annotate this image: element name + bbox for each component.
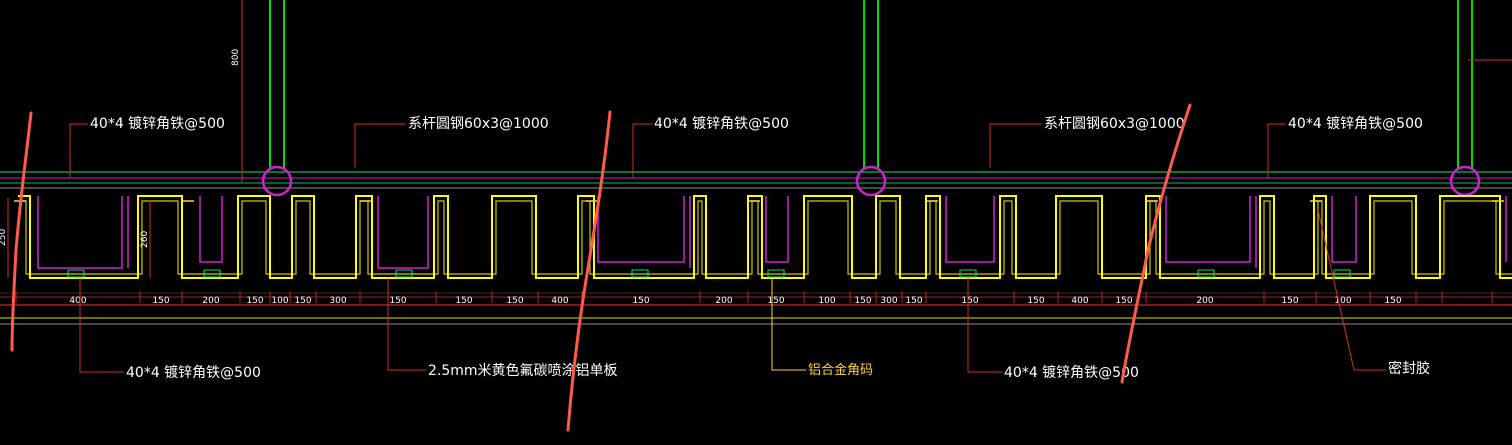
- dimension-label: 100: [1334, 296, 1351, 306]
- top-label-tie-rod-2: 系杆圆钢60x3@1000: [1044, 116, 1185, 132]
- top-rails: [0, 171, 1512, 189]
- aluminum-panel-profile: [18, 195, 1512, 279]
- bottom-label-aluminum-panel: 2.5mm米黄色氟碳喷涂铝单板: [428, 362, 618, 379]
- top-leaders: [69, 123, 1286, 178]
- dimension-label: 150: [455, 296, 472, 306]
- inner-brackets: [37, 196, 1507, 269]
- dimension-label: 200: [715, 296, 732, 306]
- dimension-label: 300: [880, 296, 897, 306]
- dimension-label: 200: [1196, 296, 1213, 306]
- dimension-label: 150: [1281, 296, 1298, 306]
- bottom-label-sealant: 密封胶: [1388, 360, 1430, 377]
- tube-circle-3: [1449, 165, 1481, 197]
- annotation-stroke-1: [10, 111, 33, 352]
- leader-corner-clip: [771, 278, 806, 371]
- top-label-angle-steel-2: 40*4 镀锌角铁@500: [654, 115, 789, 132]
- dimension-label: 150: [854, 296, 871, 306]
- dimension-label: 150: [961, 296, 978, 306]
- dim-800: 800: [231, 49, 241, 66]
- dim-260: 260: [140, 231, 150, 248]
- dimension-label: 400: [69, 296, 86, 306]
- tube-circle-1: [261, 165, 293, 197]
- dimension-label: 150: [1027, 296, 1044, 306]
- dimension-label: 150: [246, 296, 263, 306]
- dim-250: 250: [0, 229, 8, 246]
- dimension-row: 400 150 200 150 100 150 300 150 150 150 400 150 200 1…: [0, 291, 1512, 306]
- top-label-angle-steel-3: 40*4 镀锌角铁@500: [1288, 115, 1423, 132]
- dimension-label: 400: [551, 296, 568, 306]
- bottom-label-corner-clip: 铝合金角码: [808, 362, 873, 378]
- annotation-stroke-2: [566, 110, 612, 432]
- dimension-label: 150: [632, 296, 649, 306]
- post-3: [1457, 0, 1473, 168]
- dimension-label: 150: [1384, 296, 1401, 306]
- dimension-label: 100: [271, 296, 288, 306]
- vertical-dim-lines: [7, 198, 151, 278]
- annotation-stroke-3: [1120, 103, 1192, 384]
- dimension-label: 300: [329, 296, 346, 306]
- top-label-angle-steel-1: 40*4 镀锌角铁@500: [90, 115, 225, 132]
- dimension-label: 100: [818, 296, 835, 306]
- dimension-label: 150: [1115, 296, 1132, 306]
- annotation-strokes: [10, 103, 1192, 432]
- bottom-rails: [0, 292, 1512, 325]
- fasteners: [67, 269, 1351, 278]
- aluminum-panel-profile-inner: [22, 200, 1512, 275]
- dimension-label: 150: [506, 296, 523, 306]
- top-label-tie-rod-1: 系杆圆钢60x3@1000: [408, 116, 549, 132]
- dimension-label: 150: [152, 296, 169, 306]
- dimension-label: 150: [294, 296, 311, 306]
- dimension-label: 150: [905, 296, 922, 306]
- dimension-label: 150: [389, 296, 406, 306]
- bottom-leaders: [79, 209, 1386, 373]
- bottom-label-angle-steel-1: 40*4 镀锌角铁@500: [126, 364, 261, 381]
- bottom-label-angle-steel-2: 40*4 镀锌角铁@500: [1004, 364, 1139, 381]
- dimension-label: 400: [1071, 296, 1088, 306]
- tube-circle-2: [855, 165, 887, 197]
- dimension-label: 200: [202, 296, 219, 306]
- post-2: [863, 0, 879, 168]
- dimension-label: 150: [767, 296, 784, 306]
- post-1: [269, 0, 285, 168]
